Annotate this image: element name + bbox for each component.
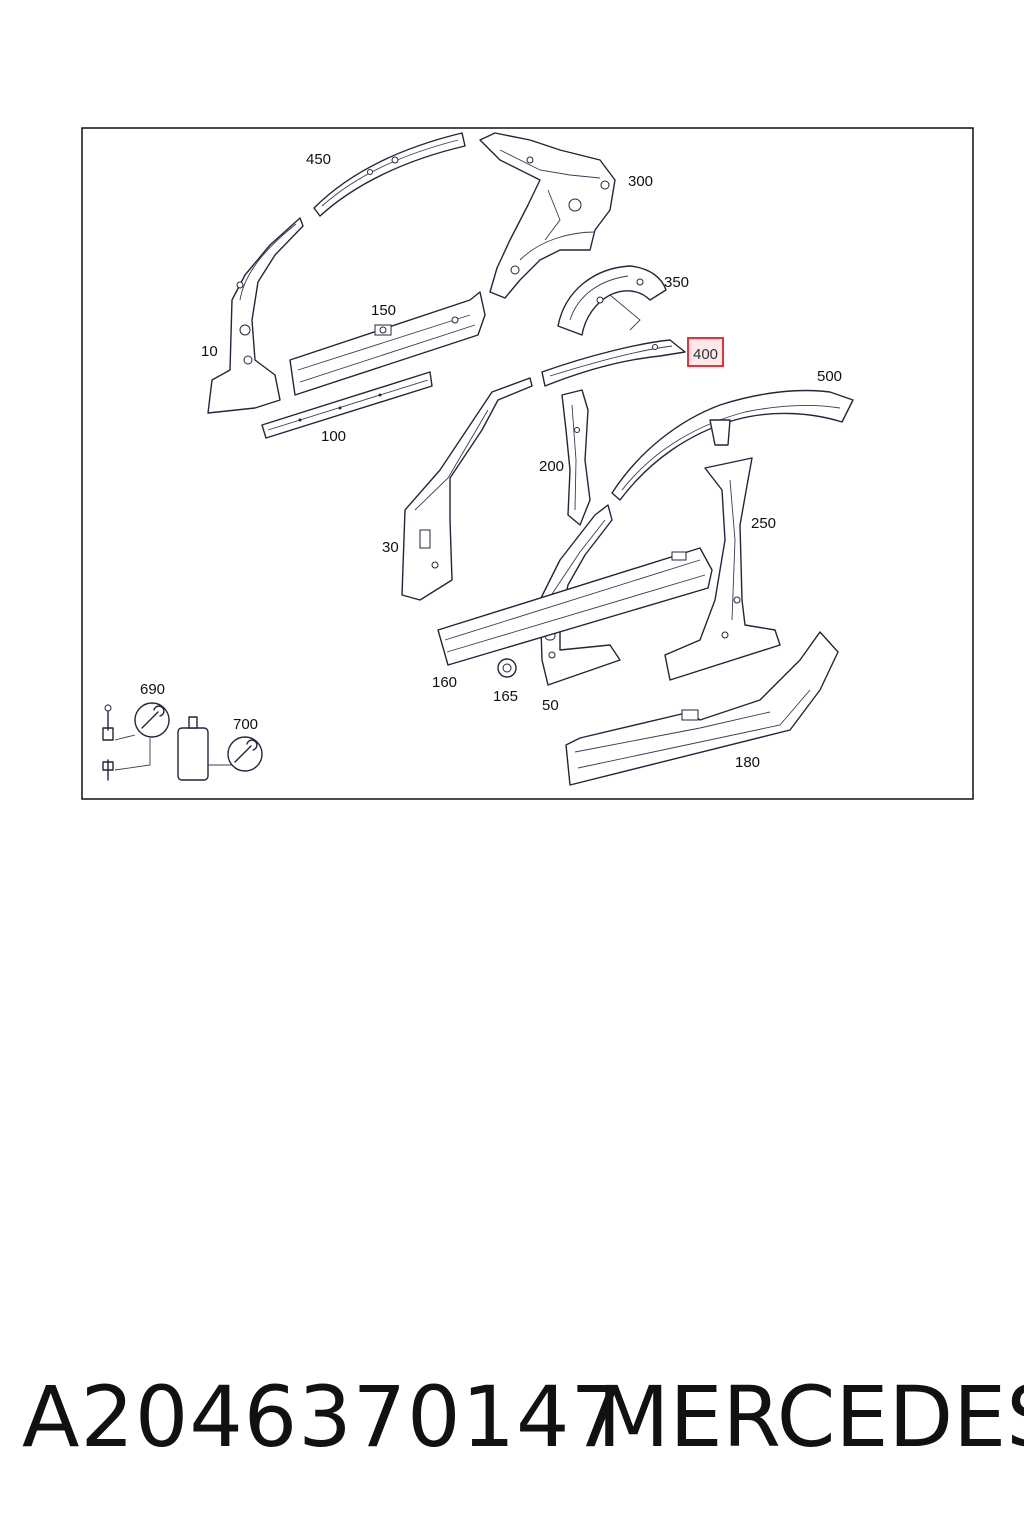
callout-700[interactable]: 700 (233, 716, 258, 733)
part-350-wheel-arch (557, 265, 667, 336)
highlight-box (687, 337, 724, 367)
callout-350[interactable]: 350 (664, 274, 689, 291)
callout-10[interactable]: 10 (201, 343, 218, 360)
callout-50[interactable]: 50 (542, 697, 559, 714)
callout-180[interactable]: 180 (735, 754, 760, 771)
part-300-rear-quarter (479, 132, 616, 299)
part-180-outer-sill (565, 631, 839, 786)
callout-690[interactable]: 690 (140, 681, 165, 698)
callout-450[interactable]: 450 (306, 151, 331, 168)
part-number-caption: A2046370147 (22, 1368, 625, 1466)
part-165-clip (497, 658, 517, 678)
callout-100[interactable]: 100 (321, 428, 346, 445)
part-100-sill-strip (261, 371, 433, 439)
callout-200[interactable]: 200 (539, 458, 564, 475)
part-700-cartridge (177, 716, 263, 781)
callout-160[interactable]: 160 (432, 674, 457, 691)
part-10-front-pillar (207, 217, 304, 414)
brand-caption: MERCEDES (597, 1368, 1024, 1466)
callout-150[interactable]: 150 (371, 302, 396, 319)
diagram-frame (81, 127, 974, 800)
callout-30[interactable]: 30 (382, 539, 399, 556)
callout-250[interactable]: 250 (751, 515, 776, 532)
part-450-roof-rail (313, 132, 466, 217)
part-690-bolts (102, 702, 170, 781)
part-250-b-pillar-outer (664, 457, 781, 681)
wrench-icon (227, 736, 263, 772)
part-150-floor-panel (289, 291, 486, 396)
callout-500[interactable]: 500 (817, 368, 842, 385)
part-400-roof-frame (541, 339, 686, 387)
callout-300[interactable]: 300 (628, 173, 653, 190)
wrench-icon (134, 702, 170, 738)
part-500-roof-rail-outer (611, 389, 854, 501)
part-200-b-pillar-inner (561, 389, 591, 526)
part-30-a-pillar (401, 377, 533, 601)
callout-165[interactable]: 165 (493, 688, 518, 705)
callout-400[interactable]: 400 (693, 346, 718, 363)
part-160-sill-panel (437, 547, 713, 666)
